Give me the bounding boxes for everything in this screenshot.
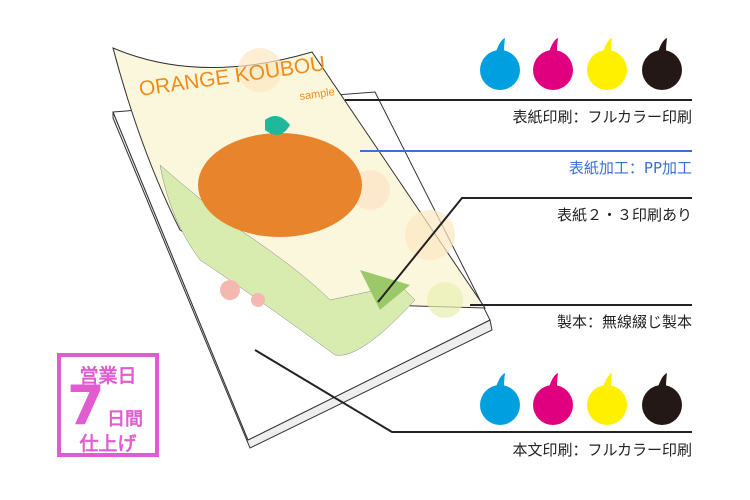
- ink-drop-black-icon: [642, 38, 682, 90]
- ink-drop-cyan-icon: [480, 38, 520, 90]
- badge-number: 7: [67, 374, 105, 437]
- leader-body-print: [254, 349, 692, 433]
- label-cover-print: 表紙印刷：フルカラー印刷: [512, 108, 692, 126]
- ink-drop-yellow-icon: [587, 38, 627, 90]
- label-body-print: 本文印刷：フルカラー印刷: [512, 441, 692, 459]
- badge-line3: 仕上げ: [79, 433, 137, 455]
- ink-drop-black-icon: [642, 373, 682, 425]
- orange-character: [198, 133, 362, 237]
- leader-cover-23: [377, 197, 692, 303]
- ink-drop-yellow-icon: [587, 373, 627, 425]
- turnaround-badge: 営業日 7 日間 仕上げ: [57, 353, 159, 457]
- ink-drop-cyan-icon: [480, 373, 520, 425]
- label-cover-23: 表紙２・３印刷あり: [556, 206, 692, 224]
- badge-line1: 営業日: [79, 365, 137, 387]
- badge-line2: 日間: [107, 409, 143, 430]
- label-cover-finish: 表紙加工：PP加工: [568, 159, 692, 177]
- ink-drop-magenta-icon: [533, 38, 573, 90]
- ink-drop-magenta-icon: [533, 373, 573, 425]
- label-binding: 製本：無線綴じ製本: [556, 313, 692, 331]
- cover-subtitle: sample: [299, 86, 336, 103]
